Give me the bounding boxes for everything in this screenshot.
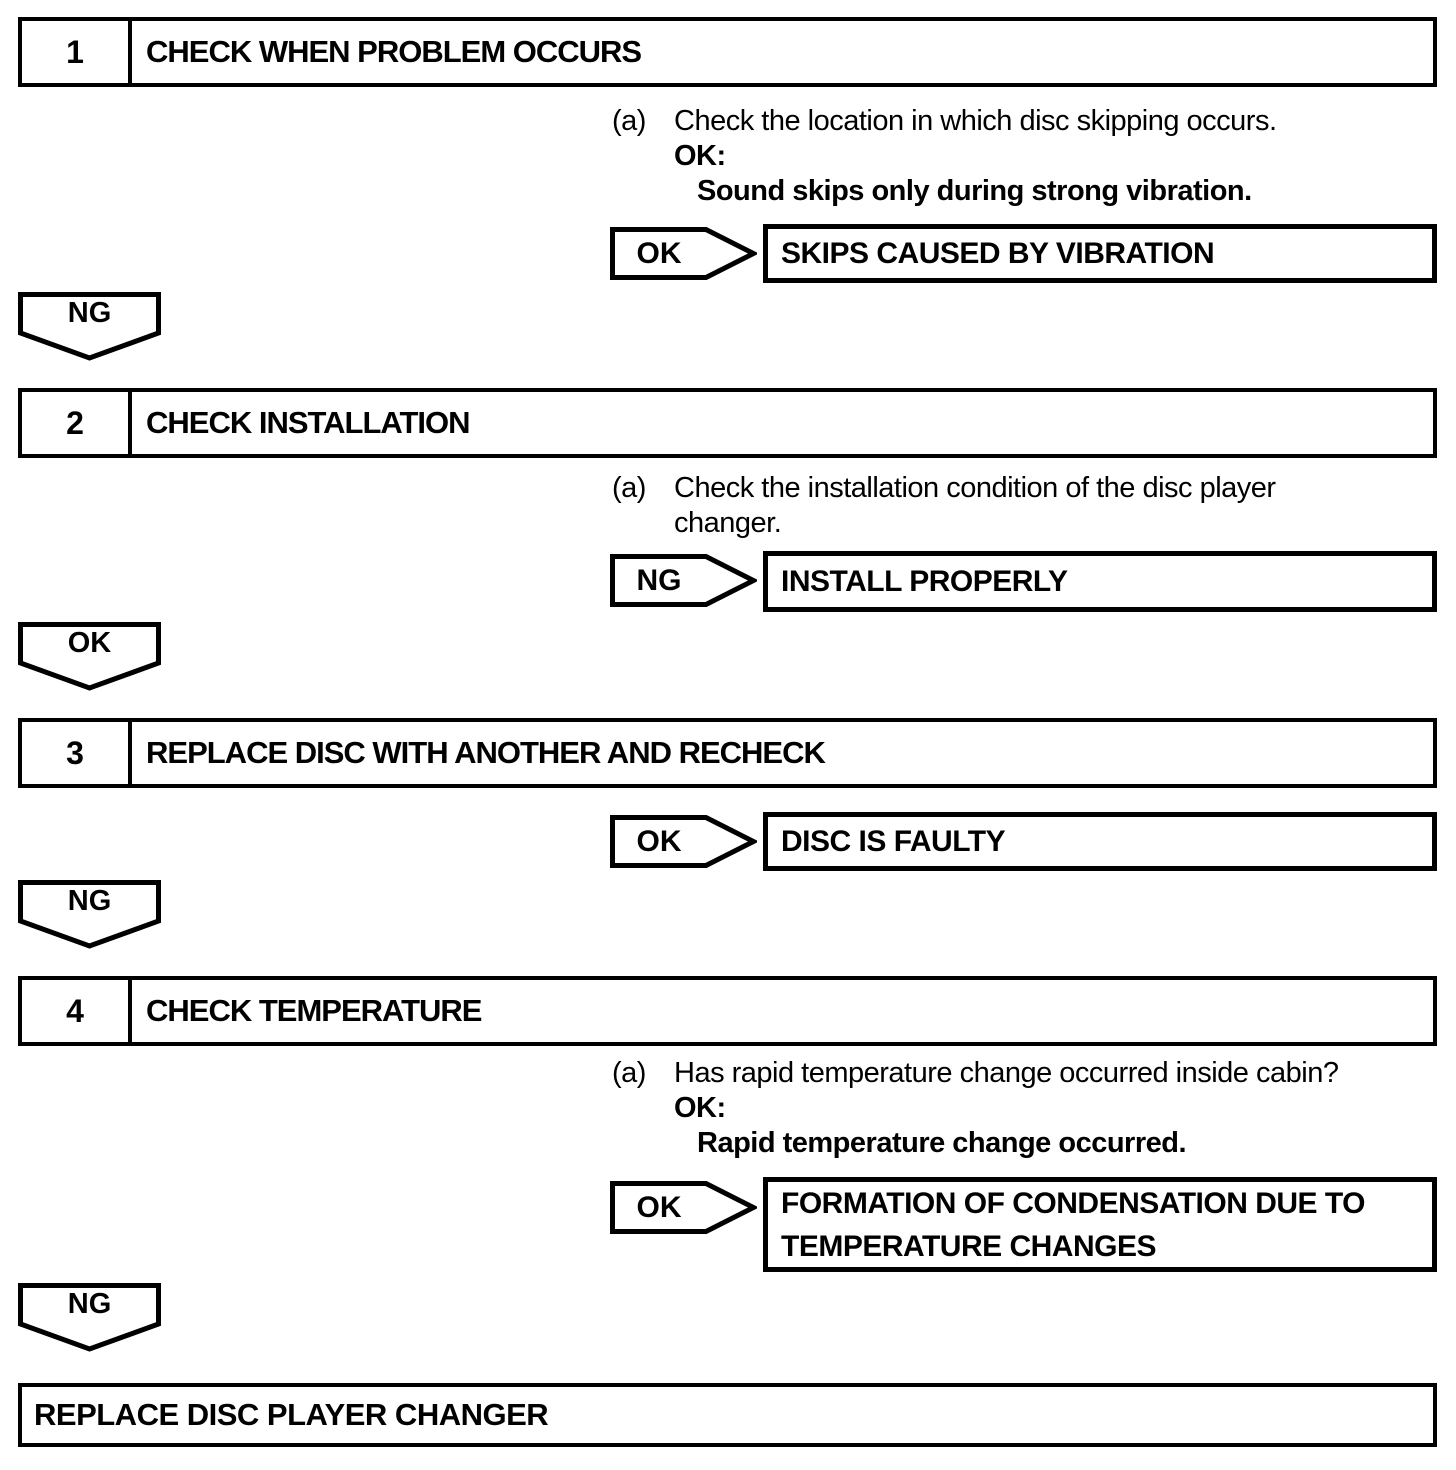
step-1-connector-label: NG [67, 296, 112, 329]
step-1-condition: Sound skips only during strong vibration… [697, 175, 1252, 207]
step-3-header: 3 REPLACE DISC WITH ANOTHER AND RECHECK [18, 718, 1437, 788]
step-1-instruction: (a) Check the location in which disc ski… [612, 104, 1412, 209]
step-2-result-box: INSTALL PROPERLY [763, 551, 1437, 612]
step-3-branch-tag-label: OK [636, 824, 682, 858]
step-4-branch-tag-label: OK [636, 1190, 682, 1224]
step-2-branch-tag: NG [610, 554, 757, 607]
step-2-branch-tag-label: NG [636, 563, 682, 597]
step-4-instruction: (a) Has rapid temperature change occurre… [612, 1056, 1412, 1161]
step-4-condition: Rapid temperature change occurred. [697, 1127, 1187, 1159]
final-result-box: REPLACE DISC PLAYER CHANGER [18, 1383, 1437, 1447]
step-1-instruction-marker: (a) [612, 105, 646, 137]
step-2-number: 2 [22, 392, 132, 454]
step-4-branch-tag: OK [610, 1181, 757, 1234]
step-1-branch-tag: OK [610, 227, 757, 280]
step-4-ok-heading: OK: [674, 1092, 726, 1124]
step-3-connector-label: NG [67, 884, 112, 917]
down-arrow-connector-icon [18, 1283, 161, 1352]
step-3-result-text: DISC IS FAULTY [781, 825, 1006, 858]
step-2-instruction-text: Check the installation condition of the … [674, 472, 1276, 539]
right-arrow-tag-icon [610, 554, 757, 607]
step-1-branch-tag-label: OK [636, 236, 682, 270]
step-2-instruction-marker: (a) [612, 472, 646, 504]
step-4-number: 4 [22, 980, 132, 1042]
step-4-connector: NG [18, 1283, 161, 1352]
right-arrow-tag-icon [610, 227, 757, 280]
step-2-connector: OK [18, 622, 161, 691]
step-4-result-box: FORMATION OF CONDENSATION DUE TO TEMPERA… [763, 1177, 1437, 1272]
step-4-connector-label: NG [67, 1287, 112, 1320]
step-1-number: 1 [22, 21, 132, 83]
final-result-text: REPLACE DISC PLAYER CHANGER [34, 1397, 549, 1432]
step-2-header: 2 CHECK INSTALLATION [18, 388, 1437, 458]
step-4-title: CHECK TEMPERATURE [146, 993, 483, 1028]
step-2-instruction: (a) Check the installation condition of … [612, 471, 1412, 541]
step-2-result-text: INSTALL PROPERLY [781, 565, 1068, 598]
right-arrow-tag-icon [610, 1181, 757, 1234]
step-3-number: 3 [22, 722, 132, 784]
step-4-instruction-marker: (a) [612, 1057, 646, 1089]
down-arrow-connector-icon [18, 292, 161, 361]
step-1-connector: NG [18, 292, 161, 361]
step-1-result-box: SKIPS CAUSED BY VIBRATION [763, 224, 1437, 283]
step-2-title: CHECK INSTALLATION [146, 405, 471, 440]
step-1-instruction-text: Check the location in which disc skippin… [674, 105, 1277, 137]
step-4-result-text: FORMATION OF CONDENSATION DUE TO TEMPERA… [781, 1186, 1366, 1263]
step-3-result-box: DISC IS FAULTY [763, 812, 1437, 871]
step-3-connector: NG [18, 880, 161, 949]
step-3-branch-tag: OK [610, 815, 757, 868]
step-4-instruction-text: Has rapid temperature change occurred in… [674, 1057, 1339, 1089]
right-arrow-tag-icon [610, 815, 757, 868]
down-arrow-connector-icon [18, 622, 161, 691]
down-arrow-connector-icon [18, 880, 161, 949]
step-1-result-text: SKIPS CAUSED BY VIBRATION [781, 237, 1215, 270]
step-1-title: CHECK WHEN PROBLEM OCCURS [146, 34, 642, 69]
step-2-connector-label: OK [67, 626, 112, 659]
step-1-ok-heading: OK: [674, 140, 726, 172]
step-1-header: 1 CHECK WHEN PROBLEM OCCURS [18, 17, 1437, 87]
step-3-title: REPLACE DISC WITH ANOTHER AND RECHECK [146, 735, 826, 770]
step-4-header: 4 CHECK TEMPERATURE [18, 976, 1437, 1046]
